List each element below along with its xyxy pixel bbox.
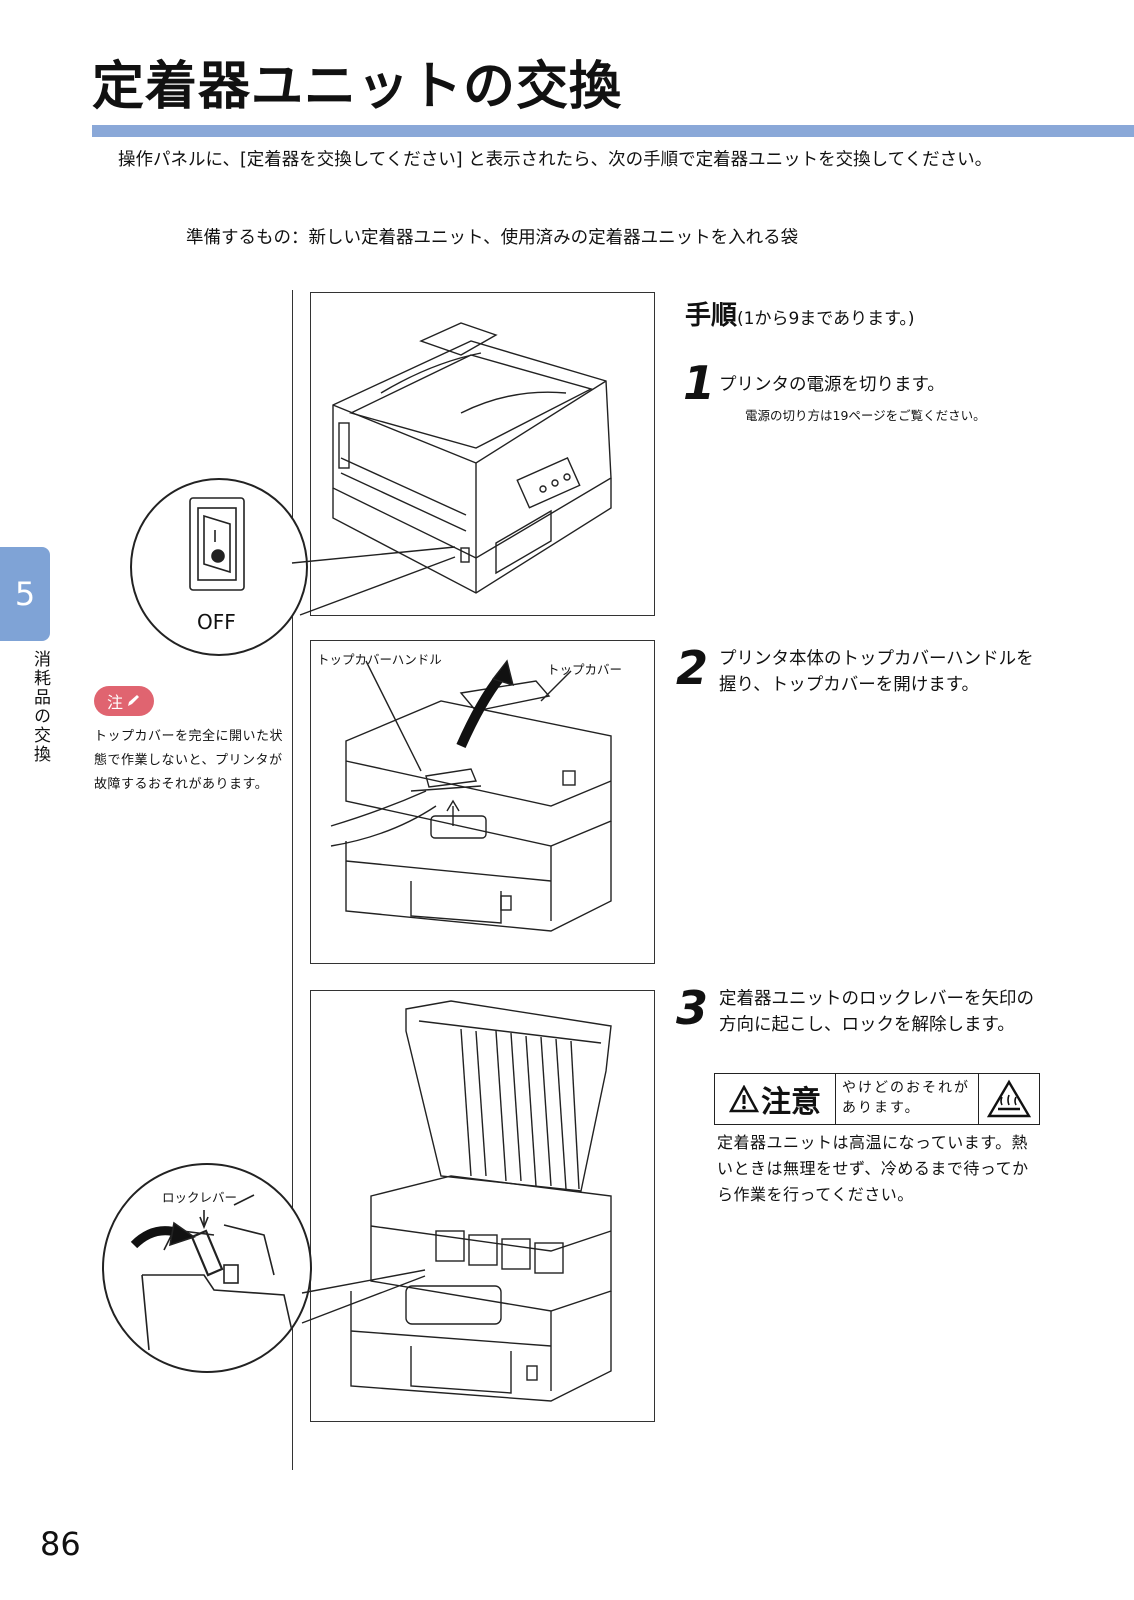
intro-text: 操作パネルに、[定着器を交換してください] と表示されたら、次の手順で定着器ユニ… — [118, 150, 993, 170]
title-underline — [92, 125, 1134, 137]
chapter-number: 5 — [14, 575, 36, 613]
procedure-heading: 手順(1から9まであります。) — [685, 295, 915, 332]
pencil-icon — [128, 695, 139, 706]
step-2-text: プリンタ本体のトップカバーハンドルを握り、トップカバーを開けます。 — [719, 649, 1034, 695]
page-number: 86 — [40, 1525, 81, 1563]
printer-figure-3 — [310, 990, 655, 1422]
procedure-subtitle: (1から9まであります。) — [737, 309, 915, 329]
note-text: トップカバーを完全に開いた状態で作業しないと、プリンタが故障するおそれがあります… — [94, 729, 284, 792]
lock-lever-zoom: ロックレバー — [102, 1163, 312, 1373]
preparation-text: 準備するもの：新しい定着器ユニット、使用済みの定着器ユニットを入れる袋 — [186, 228, 799, 248]
caution-label: 注意 — [715, 1074, 836, 1124]
caution-message: やけどのおそれがあります。 — [836, 1074, 979, 1124]
step-3-text: 定着器ユニットのロックレバーを矢印の方向に起こし、ロックを解除します。 — [719, 989, 1034, 1035]
step-1-text: プリンタの電源を切ります。 — [719, 375, 945, 395]
step-1-subtext: 電源の切り方は19ページをご覧ください。 — [745, 408, 986, 423]
page-title: 定着器ユニットの交換 — [92, 57, 623, 117]
note-badge-label: 注 — [106, 693, 123, 712]
chapter-label: 消耗品の交換 — [30, 650, 50, 764]
off-label: OFF — [197, 610, 236, 634]
warning-triangle-icon — [729, 1085, 759, 1113]
callout-lock-lever: ロックレバー — [162, 1190, 238, 1205]
column-divider — [292, 290, 293, 1470]
zoom-pointer-lines-1 — [291, 546, 456, 616]
chapter-tab[interactable]: 5 — [0, 547, 50, 641]
callout-top-cover-handle: トップカバーハンドル — [317, 652, 442, 667]
printer-figure-2: トップカバーハンドル トップカバー — [310, 640, 655, 964]
step-3-number: 3 — [676, 981, 709, 1035]
callout-top-cover: トップカバー — [547, 662, 623, 677]
hot-surface-icon — [986, 1079, 1032, 1118]
note-badge: 注 — [94, 686, 154, 716]
caution-label-text: 注意 — [761, 1085, 821, 1120]
procedure-title: 手順 — [685, 301, 738, 331]
power-switch-zoom — [130, 478, 308, 656]
caution-text: 定着器ユニットは高温になっています。熱いときは無理をせず、冷めるまで待ってから作… — [717, 1133, 1029, 1204]
printer-figure-1 — [310, 292, 655, 616]
hot-surface-icon-box — [979, 1074, 1039, 1124]
step-2-number: 2 — [676, 641, 709, 695]
caution-box: 注意 やけどのおそれがあります。 — [714, 1073, 1040, 1125]
step-1-number: 1 — [683, 356, 716, 410]
zoom-pointer-lines-2 — [301, 1269, 426, 1324]
